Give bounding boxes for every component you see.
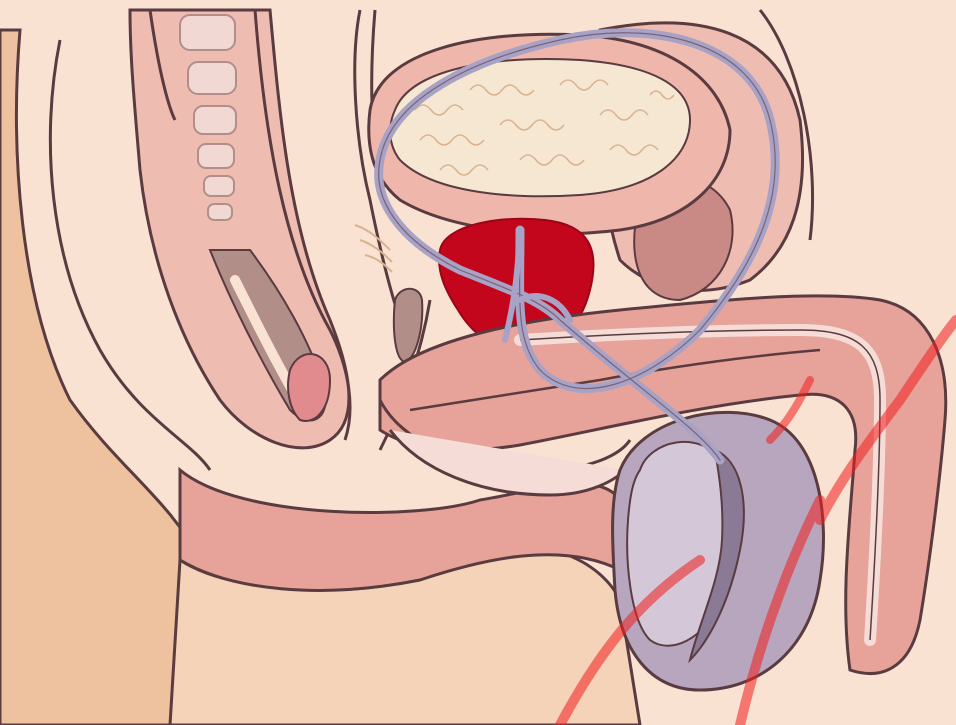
vertebra: [188, 62, 236, 94]
bladder-contents: [390, 59, 690, 196]
vertebra: [180, 15, 235, 50]
vertebra: [194, 106, 236, 134]
vertebra: [204, 176, 234, 196]
vertebra: [208, 204, 232, 220]
vertebra: [198, 144, 234, 168]
